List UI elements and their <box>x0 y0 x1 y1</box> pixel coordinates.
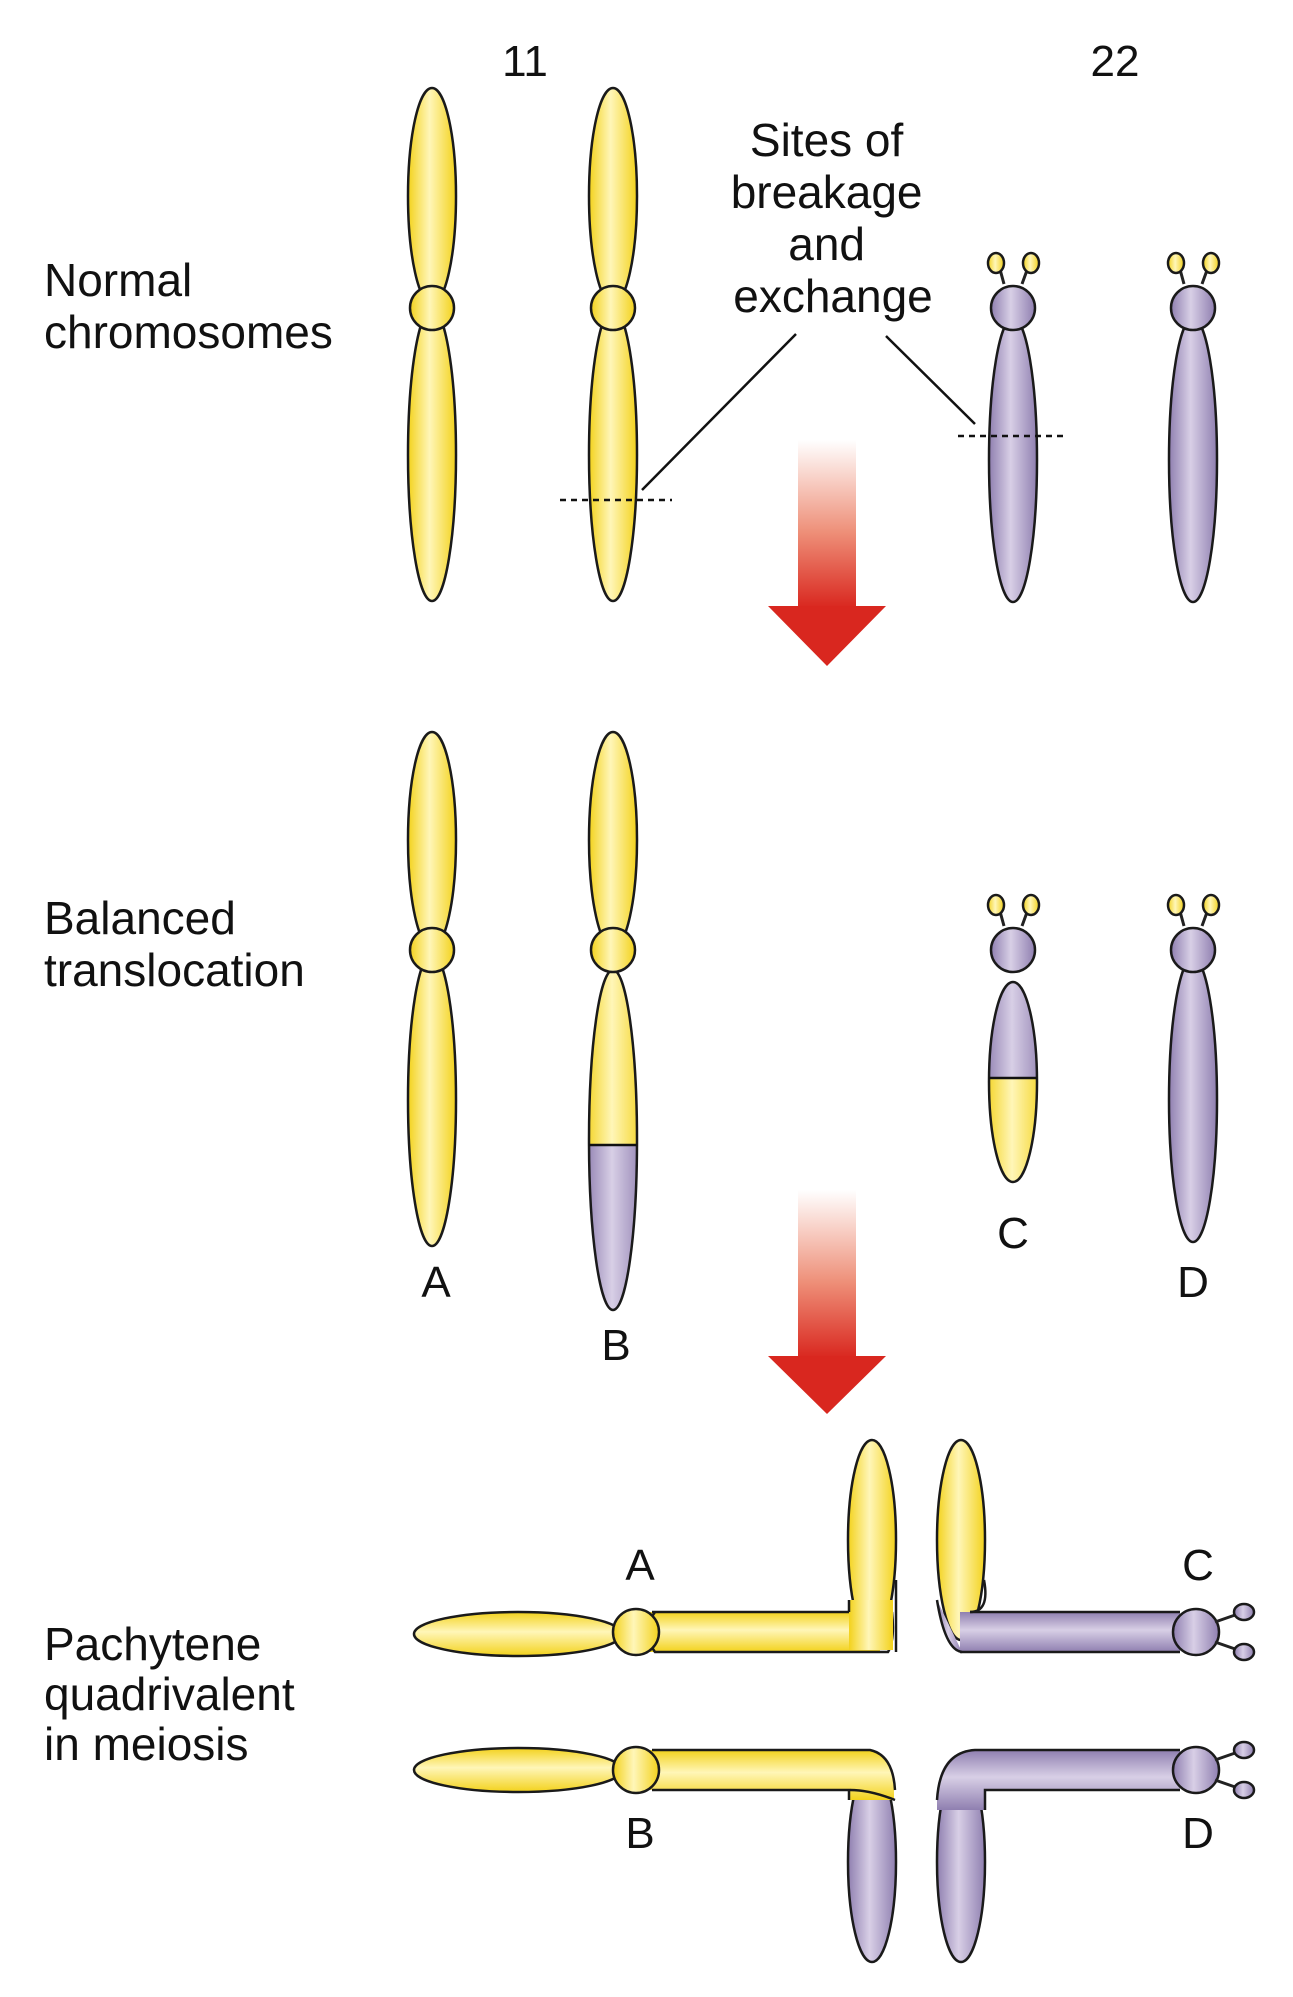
row-label-normal-line2: chromosomes <box>44 306 333 358</box>
chromosome-11-label: 11 <box>502 37 548 86</box>
row-label-normal-line1: Normal <box>44 254 192 306</box>
centromere <box>1171 1607 1221 1657</box>
centromere <box>1169 926 1217 974</box>
callout-pointer-22 <box>885 335 976 425</box>
quad-label-B: B <box>625 1809 654 1858</box>
row-label-normal: Normal chromosomes <box>44 254 333 358</box>
row-label-pachytene-line3: in meiosis <box>44 1718 249 1770</box>
centromere <box>1169 284 1217 332</box>
chromosome-22-label: 22 <box>1091 37 1140 86</box>
callout-line1: Sites of <box>750 114 904 166</box>
balanced-chromosome-C <box>986 893 1041 1184</box>
quadrivalent-arm-A <box>412 1438 898 1658</box>
down-arrow-icon <box>768 1190 886 1414</box>
row-label-balanced: Balanced translocation <box>44 892 305 996</box>
label-D: D <box>1177 1258 1209 1307</box>
centromere <box>589 926 637 974</box>
callout-pointer-11 <box>641 333 797 491</box>
centromere <box>611 1607 661 1657</box>
callout-line2: breakage <box>731 166 923 218</box>
row-label-balanced-line2: translocation <box>44 944 305 996</box>
centromere <box>408 926 456 974</box>
centromere <box>408 284 456 332</box>
balanced-chromosome-B <box>587 730 639 1312</box>
quadrivalent-arm-C <box>935 1438 1256 1662</box>
row-label-balanced-line1: Balanced <box>44 892 236 944</box>
label-B: B <box>601 1321 630 1370</box>
quad-label-C: C <box>1182 1541 1214 1590</box>
callout-line3: and <box>788 218 865 270</box>
centromere <box>989 926 1037 974</box>
label-C: C <box>997 1209 1029 1258</box>
balanced-chromosome-D <box>1166 893 1221 1244</box>
quad-label-D: D <box>1182 1809 1214 1858</box>
normal-chromosome-11-left <box>406 86 458 603</box>
normal-chromosome-22-right <box>1166 251 1221 604</box>
normal-chromosome-22-left <box>986 251 1041 604</box>
breakage-callout: Sites of breakage and exchange <box>731 114 936 322</box>
centromere <box>989 284 1037 332</box>
centromere <box>611 1745 661 1795</box>
normal-chromosome-11-right <box>587 86 639 603</box>
balanced-chromosome-A <box>406 730 458 1248</box>
quadrivalent-arm-D <box>935 1740 1256 1964</box>
row-label-pachytene-line2: quadrivalent <box>44 1668 295 1720</box>
centromere <box>1171 1745 1221 1795</box>
row-label-pachytene: Pachytene quadrivalent in meiosis <box>44 1618 307 1770</box>
label-A: A <box>421 1258 451 1307</box>
quad-label-A: A <box>625 1541 655 1590</box>
row-label-pachytene-line1: Pachytene <box>44 1618 261 1670</box>
centromere <box>589 284 637 332</box>
down-arrow-icon <box>768 440 886 666</box>
quadrivalent-arm-B <box>412 1745 898 1964</box>
callout-line4: exchange <box>733 270 933 322</box>
